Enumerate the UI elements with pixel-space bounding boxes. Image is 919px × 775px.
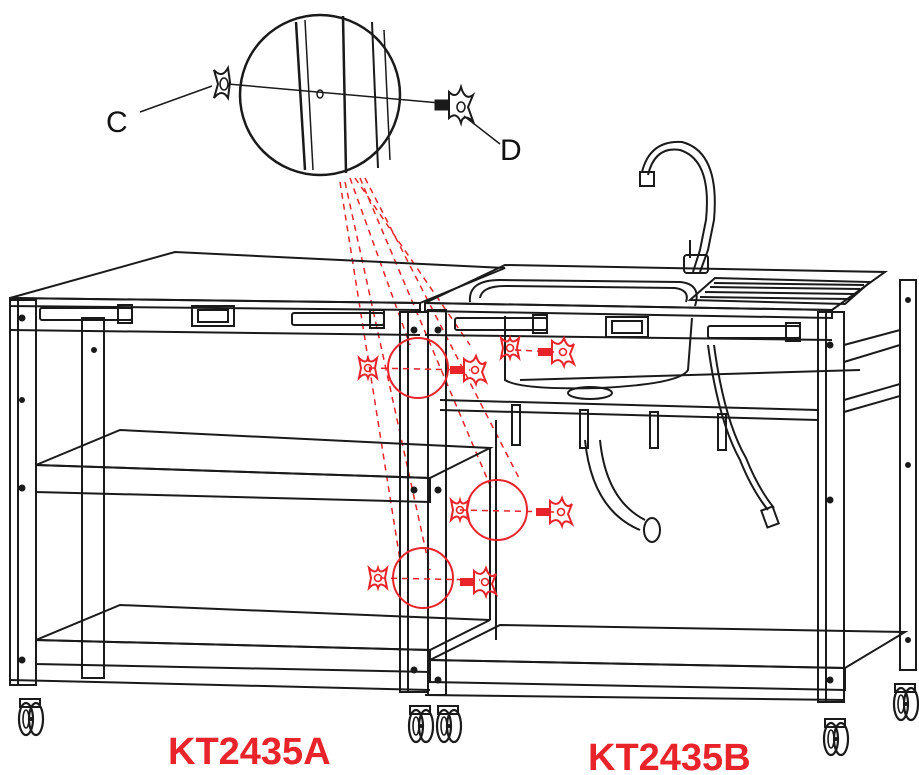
cabinet-right: [424, 140, 917, 703]
part-label-d: D: [500, 134, 522, 167]
model-label-right: KT2435B: [588, 737, 751, 775]
part-label-c: C: [106, 106, 128, 139]
caster-wheel-icon: [892, 682, 919, 722]
caster-wheel-icon: [17, 697, 45, 737]
caster-wheel-icon: [407, 704, 435, 744]
drainboard: [687, 276, 873, 306]
cabinet-left: [9, 250, 506, 693]
caster-wheel-icon: [822, 717, 850, 757]
part-d-bolt: [434, 83, 476, 127]
faucet-icon: [639, 140, 716, 274]
caster-wheel-icon: [435, 704, 463, 744]
connection-points: [358, 337, 575, 609]
detail-magnifier: [139, 13, 501, 177]
model-label-left: KT2435A: [168, 731, 331, 773]
part-c-wing-nut: [213, 64, 232, 101]
